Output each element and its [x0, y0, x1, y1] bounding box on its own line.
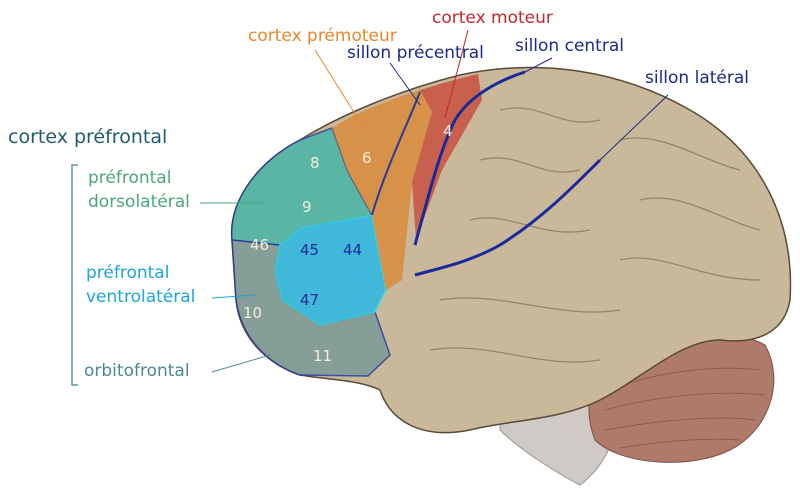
area-10: 10 [243, 304, 262, 322]
area-9: 9 [302, 198, 312, 216]
label-central-sulcus: sillon central [515, 36, 624, 56]
region-ventrolateral [274, 214, 387, 326]
area-44: 44 [343, 241, 362, 259]
lateral-sulcus-line [414, 158, 602, 277]
label-orbitofrontal: orbitofrontal [84, 361, 190, 381]
area-46: 46 [250, 236, 269, 254]
label-lateral-sulcus: sillon latéral [645, 68, 750, 88]
area-8: 8 [310, 154, 320, 172]
label-dorsolateral-line1: préfrontal [88, 168, 172, 188]
label-ventrolateral-line2: ventrolatéral [86, 287, 196, 307]
area-11: 11 [313, 347, 332, 365]
label-motor: cortex moteur [432, 8, 553, 28]
label-premotor: cortex prémoteur [248, 26, 397, 46]
region-motor [412, 74, 482, 240]
label-dorsolateral-line2: dorsolatéral [88, 192, 190, 212]
area-45: 45 [300, 241, 319, 259]
region-premotor [332, 90, 432, 290]
region-dorsolateral [230, 127, 374, 246]
precentral-sulcus-line [371, 91, 421, 216]
label-ventrolateral-line1: préfrontal [86, 263, 170, 283]
central-sulcus-line [413, 70, 526, 246]
title-prefrontal-cortex: cortex préfrontal [8, 126, 168, 148]
area-4: 4 [443, 122, 453, 140]
label-precentral-sulcus: sillon précentral [347, 43, 484, 63]
area-47: 47 [300, 291, 319, 309]
area-6: 6 [362, 149, 372, 167]
